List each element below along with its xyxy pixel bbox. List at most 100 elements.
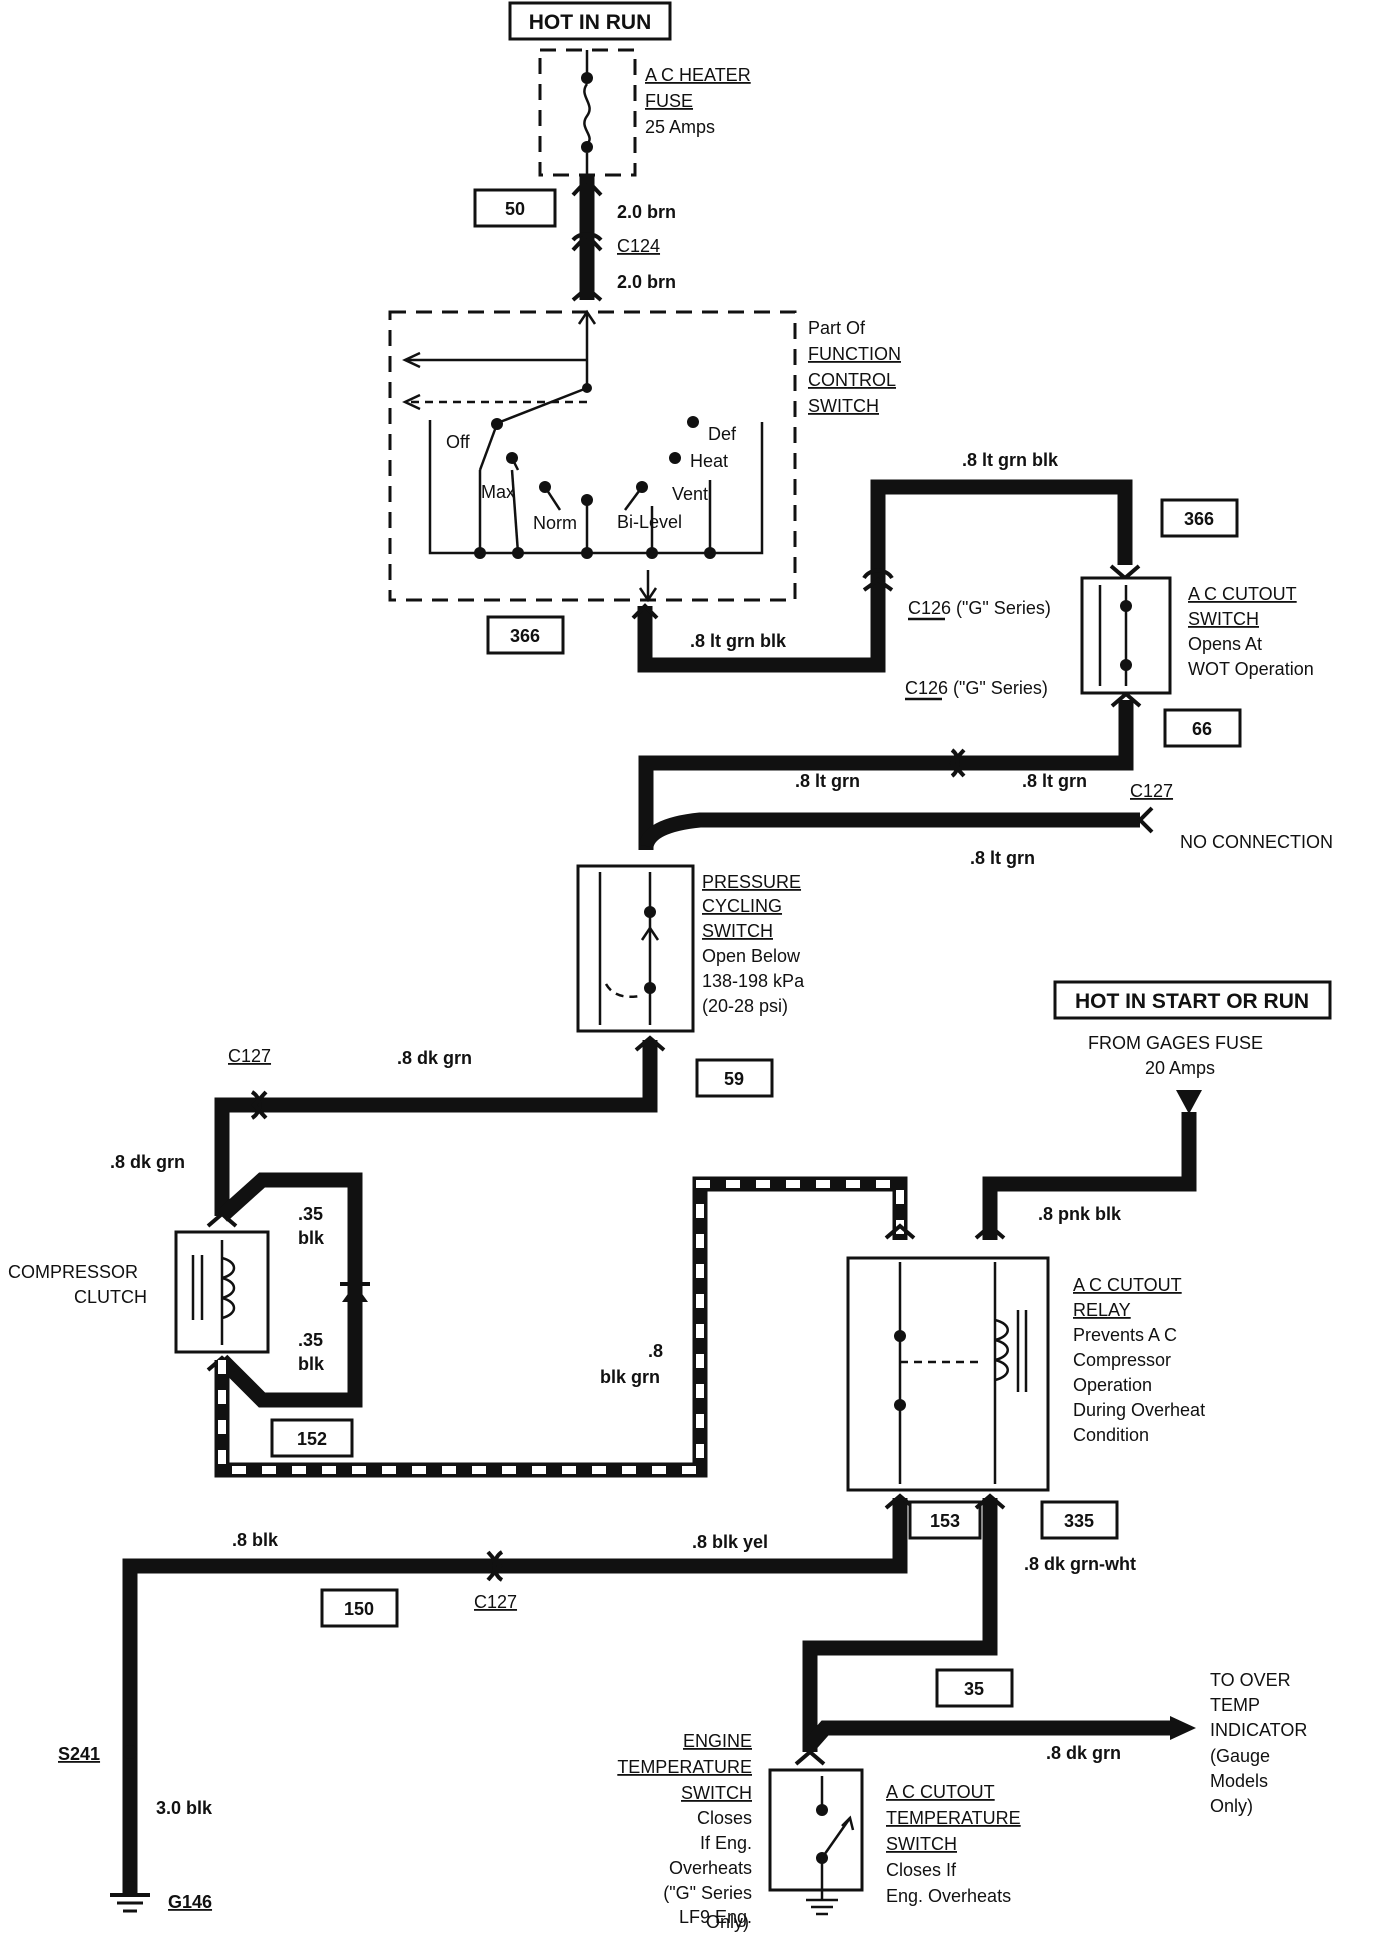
pressure-label-1: PRESSURE: [702, 872, 801, 892]
circuit-66: 66: [1192, 719, 1212, 739]
ac-cutout-switch: [1080, 576, 1172, 695]
circuit-66-box: [1163, 708, 1242, 748]
ac-heater-fuse: A C HEATER FUSE 25 Amps: [538, 48, 751, 177]
compressor-label-1: COMPRESSOR: [8, 1262, 138, 1282]
pos-vent: Vent: [672, 484, 708, 504]
wire-dkgrn-overtemp: [804, 1720, 1178, 1750]
engine-temp-label-1: ENGINE: [683, 1731, 752, 1751]
pressure-label-6: (20-28 psi): [702, 996, 788, 1016]
connector-c126-a: C126 ("G" Series): [908, 598, 1051, 618]
wire-35blk-a2: blk: [298, 1228, 325, 1248]
gages-fuse-label-1: FROM GAGES FUSE: [1088, 1033, 1263, 1053]
circuit-50-box: [473, 188, 557, 228]
wire-blkyel: [490, 1498, 908, 1574]
compressor-label-2: CLUTCH: [74, 1287, 147, 1307]
wire-ltgrn-noconnect: [638, 812, 1140, 849]
circuit-35: 35: [964, 1679, 984, 1699]
pressure-label-3: SWITCH: [702, 921, 773, 941]
circuit-366a: 366: [510, 626, 540, 646]
circuit-366b: 366: [1184, 509, 1214, 529]
circuit-35-box: [935, 1668, 1014, 1708]
pos-def: Def: [708, 424, 737, 444]
diode-icon: [342, 1284, 368, 1302]
pressure-label-5: 138-198 kPa: [702, 971, 805, 991]
engine-temp-label-7: ("G" Series: [663, 1883, 752, 1903]
wire-dkgrnwht-label: .8 dk grn-wht: [1024, 1554, 1136, 1574]
wire-dkgrn-a: .8 dk grn: [397, 1048, 472, 1068]
circuit-153: 153: [930, 1511, 960, 1531]
gages-fuse-arrow-icon: [1176, 1090, 1202, 1114]
wire-dkgrn-c-label: .8 dk grn: [1046, 1743, 1121, 1763]
cutout-temp-label-5: Eng. Overheats: [886, 1886, 1011, 1906]
over-temp-label-6: Only): [1210, 1796, 1253, 1816]
connector-c127-b: C127: [228, 1046, 271, 1066]
hot-in-start-or-run-header: HOT IN START OR RUN: [1053, 980, 1332, 1020]
hot-in-start-or-run-label: HOT IN START OR RUN: [1075, 990, 1309, 1013]
no-connection: NO CONNECTION: [1180, 832, 1333, 852]
relay-label-7: Condition: [1073, 1425, 1149, 1445]
engine-temp-label-5: If Eng.: [700, 1833, 752, 1853]
cutout-temp-label-4: Closes If: [886, 1860, 957, 1880]
cutout-temp-label-3: SWITCH: [886, 1834, 957, 1854]
ground-g146-label: G146: [168, 1892, 212, 1912]
over-temp-label-5: Models: [1210, 1771, 1268, 1791]
circuit-150-box: [320, 1588, 399, 1628]
over-temp-label-4: (Gauge: [1210, 1746, 1270, 1766]
circuit-152: 152: [297, 1429, 327, 1449]
fcs-label-3: CONTROL: [808, 370, 896, 390]
splice-s241-label: S241: [58, 1744, 100, 1764]
wire-dkgrn-b: .8 dk grn: [110, 1152, 185, 1172]
wire-dkgrnwht: [802, 1498, 998, 1752]
wire-blk-label: .8 blk: [232, 1530, 279, 1550]
connector-c127-c: C127: [474, 1592, 517, 1612]
wire-35blk-b1: .35: [298, 1330, 323, 1350]
cutout-switch-label-4: WOT Operation: [1188, 659, 1314, 679]
cutout-temp-label-1: A C CUTOUT: [886, 1782, 995, 1802]
relay-label-6: During Overheat: [1073, 1400, 1205, 1420]
hot-in-run-label: HOT IN RUN: [529, 11, 652, 34]
engine-temp-label-3: SWITCH: [681, 1783, 752, 1803]
pos-bilevel: Bi-Level: [617, 512, 682, 532]
engine-temp-label-9: Only): [706, 1912, 750, 1932]
wire-20brn-top: 2.0 brn: [617, 202, 676, 222]
pressure-cycling-switch: [576, 864, 695, 1033]
fuse-label-3: 25 Amps: [645, 117, 715, 137]
fcs-label-2: FUNCTION: [808, 344, 901, 364]
relay-label-4: Compressor: [1073, 1350, 1171, 1370]
wire-ltgrn: [638, 700, 1134, 850]
cutout-switch-label-3: Opens At: [1188, 634, 1262, 654]
wire-20brn-bottom: 2.0 brn: [617, 272, 676, 292]
over-temp-label-3: INDICATOR: [1210, 1720, 1307, 1740]
over-temp-arrow-icon: [1170, 1716, 1196, 1740]
gages-fuse-label-2: 20 Amps: [1145, 1058, 1215, 1078]
fcs-label-1: Part Of: [808, 318, 866, 338]
wire-ltgrn-c: .8 lt grn: [970, 848, 1035, 868]
fcs-label-4: SWITCH: [808, 396, 879, 416]
connector-c124: C124: [617, 236, 660, 256]
ac-cutout-relay: [846, 1223, 1050, 1492]
wire-ltgrn-b: .8 lt grn: [1022, 771, 1087, 791]
wire-ltgrnblk-top: .8 lt grn blk: [962, 450, 1059, 470]
wire-blkyel-label: .8 blk yel: [692, 1532, 768, 1552]
pos-heat: Heat: [690, 451, 728, 471]
ground-g146: [110, 1745, 150, 1913]
pressure-label-2: CYCLING: [702, 896, 782, 916]
wire-pnkblk-label: .8 pnk blk: [1038, 1204, 1122, 1224]
compressor-clutch: [174, 1230, 270, 1354]
hot-in-run-header: HOT IN RUN: [508, 1, 672, 41]
engine-temp-label-4: Closes: [697, 1808, 752, 1828]
wire-blk: [122, 1558, 490, 1895]
relay-label-3: Prevents A C: [1073, 1325, 1177, 1345]
temperature-switch: [768, 1749, 864, 1916]
engine-temp-label-2: TEMPERATURE: [617, 1757, 752, 1777]
wire-pnkblk: [982, 1112, 1197, 1240]
circuit-366a-box: [486, 615, 565, 655]
pos-norm: Norm: [533, 513, 577, 533]
relay-label-5: Operation: [1073, 1375, 1152, 1395]
wire-blkgrn-1: .8: [648, 1341, 663, 1361]
connector-c126-b: C126 ("G" Series): [905, 678, 1048, 698]
circuit-59: 59: [724, 1069, 744, 1089]
over-temp-label-1: TO OVER: [1210, 1670, 1291, 1690]
wire-blkgrn-2: blk grn: [600, 1367, 660, 1387]
circuit-152-box: [270, 1418, 354, 1458]
